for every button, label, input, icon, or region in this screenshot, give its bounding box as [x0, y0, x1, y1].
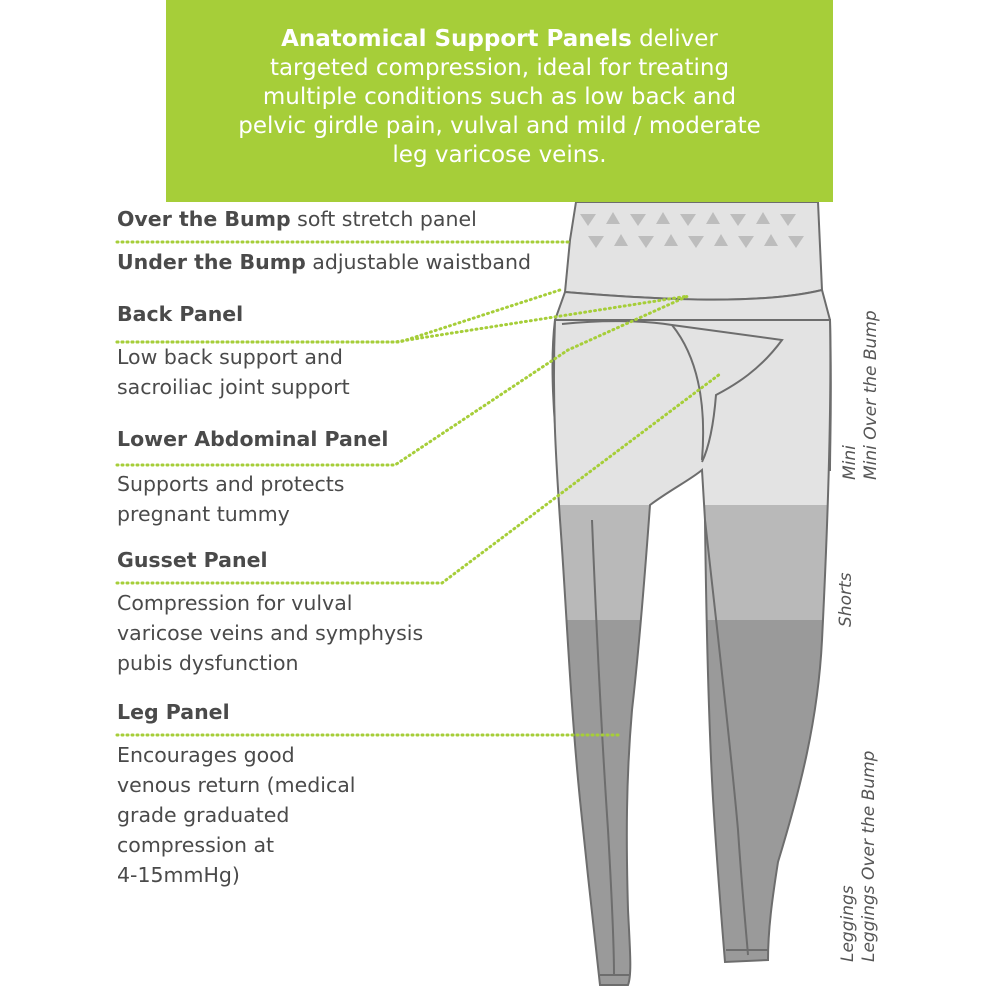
gusset-seam	[671, 324, 784, 463]
back-panel-title: Back Panel	[117, 302, 244, 326]
back-panel-line1: Low back support and	[117, 345, 343, 369]
side-label-leggings: Leggings	[838, 885, 858, 962]
leg-panel-line5: 4-15mmHg)	[117, 863, 240, 887]
label-over-bump-bold: Over the Bump	[117, 207, 291, 231]
legs-outline	[552, 319, 832, 986]
leader-gusset	[115, 372, 722, 585]
banner-line3: multiple conditions such as low back and	[262, 84, 737, 110]
label-under-bump-bold: Under the Bump	[117, 250, 306, 274]
leg-seam-right	[704, 519, 749, 956]
banner-line2: targeted compression, ideal for treating	[269, 55, 730, 81]
gusset-panel-line1: Compression for vulval	[117, 591, 353, 615]
header-banner: Anatomical Support Panels deliver target…	[166, 0, 833, 202]
leg-panel-line2: venous return (medical	[117, 773, 356, 797]
lower-abdominal-line2: pregnant tummy	[117, 502, 290, 526]
leg-panel-title: Leg Panel	[117, 700, 230, 724]
banner-line5: leg varicose veins.	[392, 142, 607, 168]
gusset-panel-line3: pubis dysfunction	[117, 651, 299, 675]
leg-seam-left	[591, 519, 615, 976]
back-panel-line2: sacroiliac joint support	[117, 375, 350, 399]
label-under-bump: Under the Bump adjustable waistband	[117, 247, 531, 277]
leg-panel-line1: Encourages good	[117, 743, 295, 767]
over-bump-pattern	[580, 212, 804, 248]
banner-bold: Anatomical Support Panels	[281, 26, 632, 52]
label-over-bump-rest: soft stretch panel	[290, 207, 477, 231]
banner-line1: deliver	[631, 26, 718, 52]
side-label-leggings-over-bump: Leggings Over the Bump	[859, 750, 879, 962]
label-over-bump: Over the Bump soft stretch panel	[117, 204, 477, 234]
label-under-bump-rest: adjustable waistband	[305, 250, 531, 274]
gusset-panel-line2: varicose veins and symphysis	[117, 621, 424, 645]
side-label-mini-over-bump: Mini Over the Bump	[861, 310, 881, 480]
gusset-panel-title: Gusset Panel	[117, 548, 268, 572]
banner-line4: pelvic girdle pain, vulval and mild / mo…	[238, 113, 761, 139]
leg-panel-line4: compression at	[117, 833, 275, 857]
leader-lower-abdominal	[115, 294, 690, 467]
leader-back	[115, 294, 690, 344]
side-label-shorts: Shorts	[836, 572, 856, 627]
lower-abdominal-line1: Supports and protects	[117, 472, 345, 496]
leg-panel-line3: grade graduated	[117, 803, 290, 827]
leader-lines	[115, 240, 722, 737]
lower-abdominal-title: Lower Abdominal Panel	[117, 427, 389, 451]
side-label-mini: Mini	[840, 445, 860, 480]
